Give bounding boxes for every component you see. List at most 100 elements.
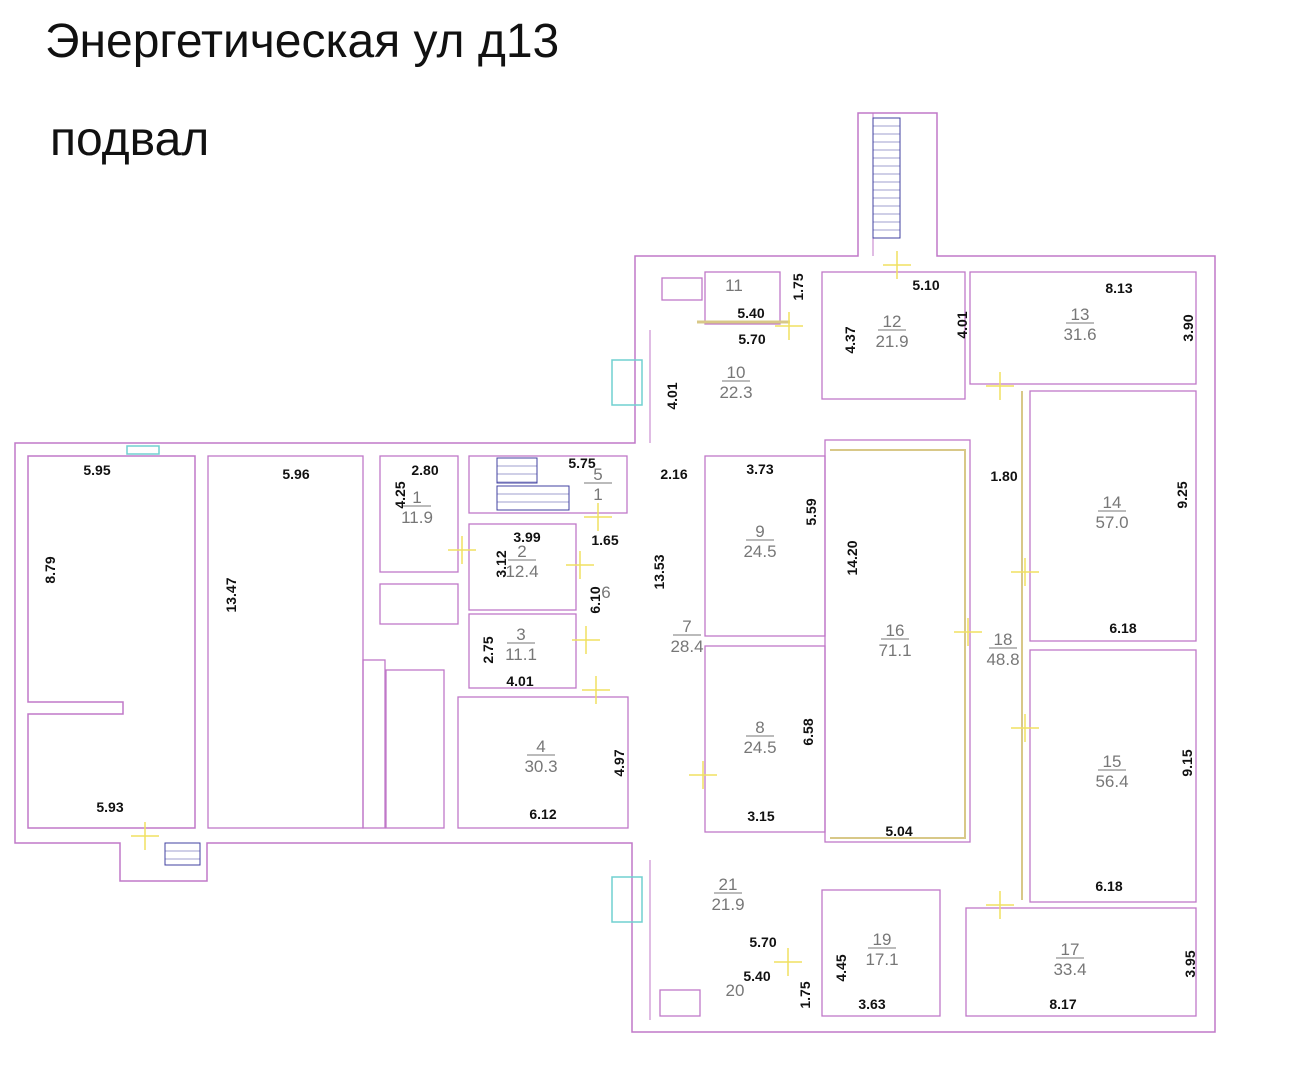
room-area: 24.5	[743, 738, 776, 757]
room-number: 6	[601, 583, 610, 602]
door	[689, 761, 717, 789]
room-wall	[704, 271, 781, 325]
dimension-label: 2.75	[480, 636, 496, 663]
dimension-label: 13.47	[223, 577, 239, 612]
room-number: 11	[725, 276, 743, 295]
room-area: 11.9	[401, 508, 433, 527]
window	[611, 876, 643, 923]
room-area: 1	[593, 485, 602, 504]
dimension-label: 3.99	[513, 529, 540, 545]
dimension-label: 1.80	[990, 468, 1017, 484]
wall	[27, 455, 196, 829]
dimension-label: 5.95	[83, 462, 110, 478]
room-area: 22.3	[719, 383, 752, 402]
room-number: 9	[755, 522, 764, 541]
dimension-label: 2.80	[411, 462, 438, 478]
room-wall	[468, 523, 577, 611]
room-number: 5	[593, 465, 602, 484]
dimension-label: 5.59	[803, 498, 819, 525]
room-wall	[379, 455, 459, 573]
dimension-label: 5.04	[885, 823, 912, 839]
dimension-label: 6.18	[1109, 620, 1136, 636]
dimension-label: 1.75	[797, 981, 813, 1008]
room-number: 15	[1103, 752, 1122, 771]
door	[986, 891, 1014, 919]
dimension-label: 8.79	[42, 556, 58, 583]
room-number: 4	[536, 737, 545, 756]
room-wall	[1029, 390, 1197, 642]
stairs	[872, 117, 901, 239]
room-number: 20	[726, 981, 745, 1000]
room-area: 48.8	[986, 650, 1019, 669]
dimension-label: 1.75	[790, 273, 806, 300]
room-area: 28.4	[670, 637, 703, 656]
dimension-label: 8.17	[1049, 996, 1076, 1012]
dimension-label: 5.10	[912, 277, 939, 293]
dimension-label: 4.01	[664, 382, 680, 409]
stairs	[496, 485, 570, 511]
dimension-label: 3.15	[747, 808, 774, 824]
outer-wall	[14, 112, 1216, 1033]
door	[131, 822, 159, 850]
room-wall	[821, 271, 966, 400]
room-area: 71.1	[878, 641, 911, 660]
room-number: 10	[727, 363, 746, 382]
room-area: 30.3	[524, 757, 557, 776]
room-number: 8	[755, 718, 764, 737]
room-wall	[468, 613, 577, 689]
dimension-label: 6.12	[529, 806, 556, 822]
room-wall	[821, 889, 941, 1017]
room-wall	[362, 659, 386, 829]
dimension-label: 5.93	[96, 799, 123, 815]
dimension-label: 5.70	[749, 934, 776, 950]
window	[126, 445, 160, 455]
dimension-label: 9.15	[1179, 749, 1195, 776]
dimension-label: 4.25	[392, 481, 408, 508]
room-number: 12	[883, 312, 902, 331]
dimension-label: 5.96	[282, 466, 309, 482]
dimension-label: 4.01	[506, 673, 533, 689]
room-area: 11.1	[505, 645, 537, 664]
stairs	[496, 457, 538, 484]
room-area: 56.4	[1095, 772, 1128, 791]
door	[582, 676, 610, 704]
door	[584, 503, 612, 531]
door	[1011, 558, 1039, 586]
door	[572, 626, 600, 654]
dimension-label: 5.40	[743, 968, 770, 984]
room-number: 21	[719, 875, 738, 894]
room-wall	[659, 989, 701, 1017]
room-area: 31.6	[1063, 325, 1096, 344]
window	[611, 359, 643, 406]
room-wall	[824, 439, 971, 843]
room-wall	[965, 907, 1197, 1017]
room-area: 21.9	[875, 332, 908, 351]
room-number: 3	[516, 625, 525, 644]
dimension-label: 5.75	[568, 455, 595, 471]
room-wall	[468, 455, 628, 514]
room-number: 19	[873, 930, 892, 949]
dimension-label: 8.13	[1105, 280, 1132, 296]
door	[774, 948, 802, 976]
dimension-label: 3.73	[746, 461, 773, 477]
room-wall	[207, 455, 364, 829]
dimension-label: 3.90	[1180, 314, 1196, 341]
room-area: 12.4	[505, 562, 538, 581]
floor-label: подвал	[50, 113, 210, 166]
dimension-label: 14.20	[844, 540, 860, 575]
room-number: 2	[517, 542, 526, 561]
room-area: 33.4	[1053, 960, 1086, 979]
dimension-label: 5.70	[738, 331, 765, 347]
room-wall	[1029, 649, 1197, 903]
stairs	[164, 842, 201, 866]
dimension-label: 3.63	[858, 996, 885, 1012]
room-area: 17.1	[865, 950, 898, 969]
room-wall	[661, 277, 703, 301]
room-number: 1	[412, 488, 421, 507]
dimension-label: 9.25	[1174, 481, 1190, 508]
room-number: 13	[1071, 305, 1090, 324]
room-area: 24.5	[743, 542, 776, 561]
room-wall	[379, 583, 459, 625]
